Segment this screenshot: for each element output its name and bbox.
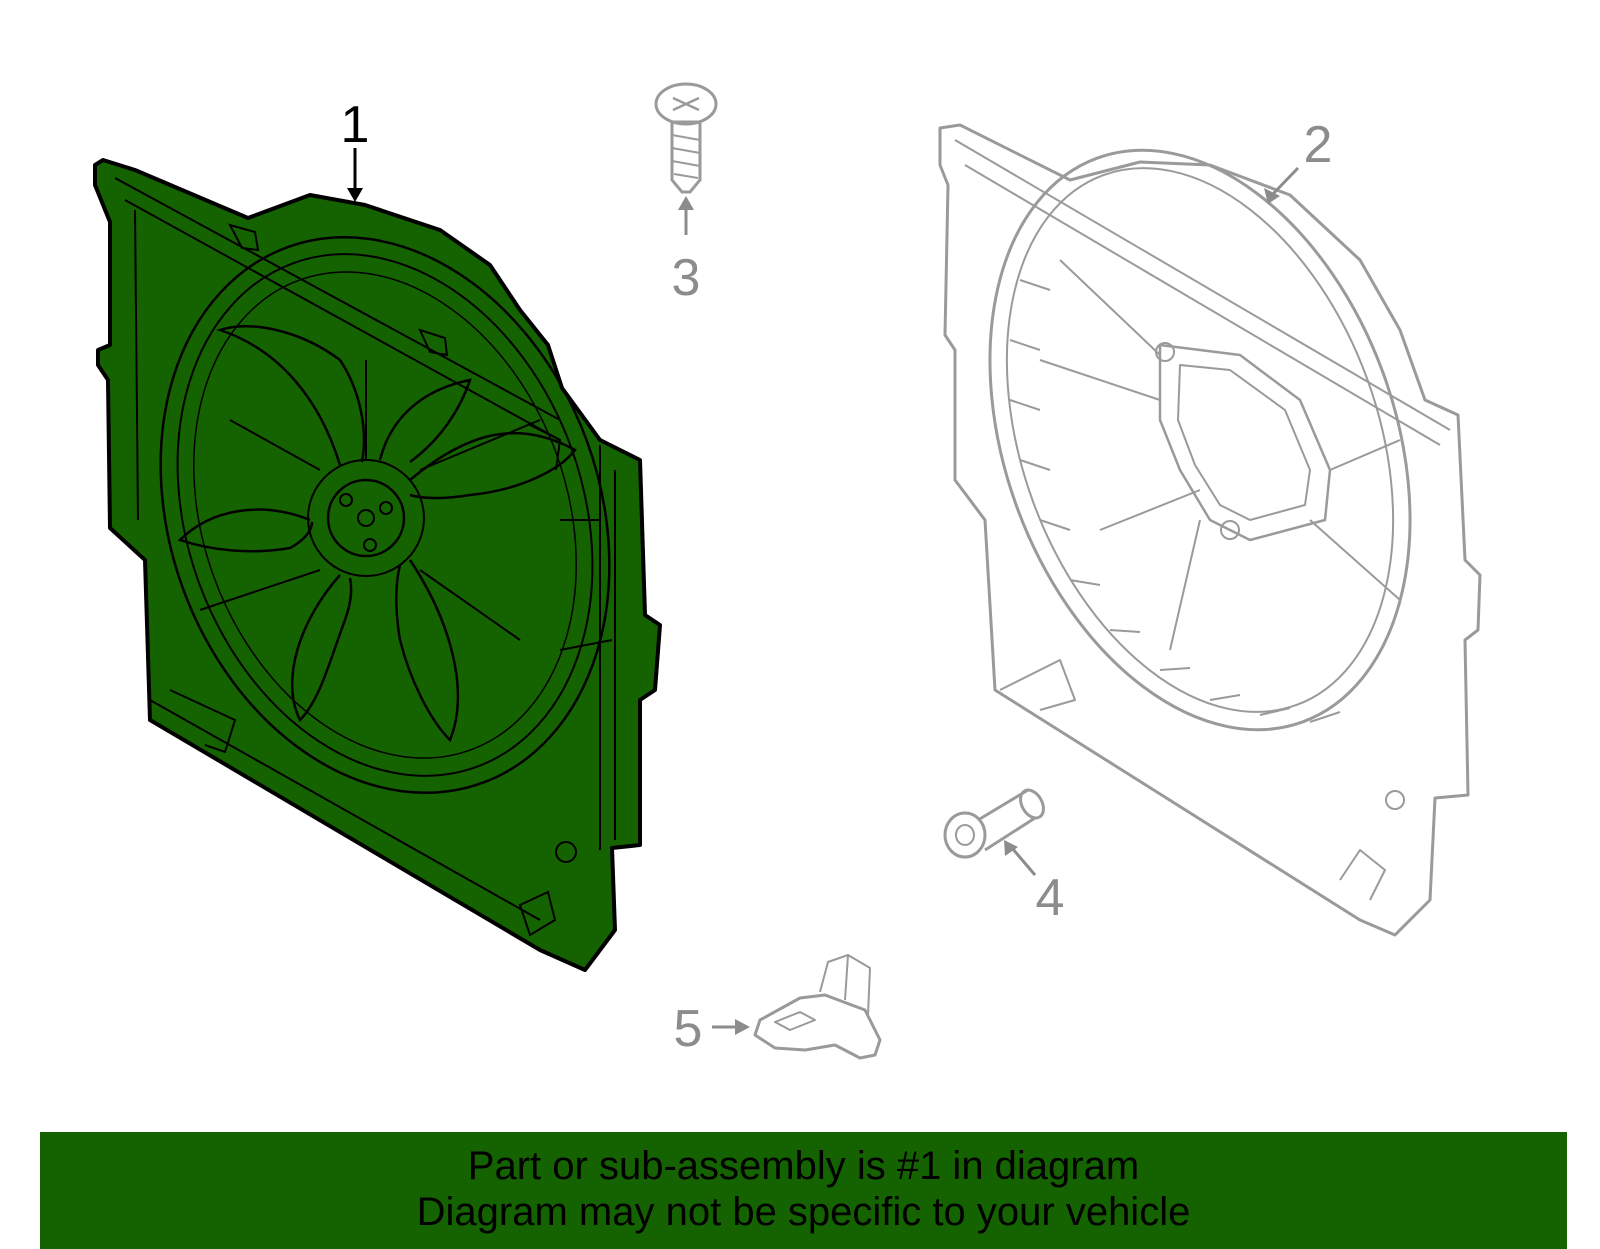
callout-2[interactable]: 2	[1304, 116, 1333, 174]
callout-3[interactable]: 3	[672, 249, 701, 307]
part-5-bracket[interactable]	[753, 954, 882, 1060]
banner-line-2: Diagram may not be specific to your vehi…	[416, 1190, 1191, 1234]
leader-arrow-1	[347, 148, 363, 202]
part-3-screw[interactable]	[654, 82, 718, 194]
leader-arrow-4	[1004, 840, 1037, 876]
callout-4[interactable]: 4	[1036, 869, 1065, 927]
part-2-fan-shroud[interactable]	[914, 91, 1486, 937]
banner-line-1: Part or sub-assembly is #1 in diagram	[467, 1144, 1140, 1188]
callout-1[interactable]: 1	[341, 96, 370, 154]
leader-arrow-3	[678, 196, 694, 235]
callout-5[interactable]: 5	[674, 1000, 703, 1058]
leader-arrow-2	[1264, 166, 1300, 204]
leader-arrow-5	[712, 1019, 750, 1035]
info-banner: Part or sub-assembly is #1 in diagram Di…	[40, 1132, 1567, 1249]
part-4-rivet[interactable]	[943, 786, 1048, 859]
part-1-fan-assembly[interactable]	[85, 158, 684, 972]
